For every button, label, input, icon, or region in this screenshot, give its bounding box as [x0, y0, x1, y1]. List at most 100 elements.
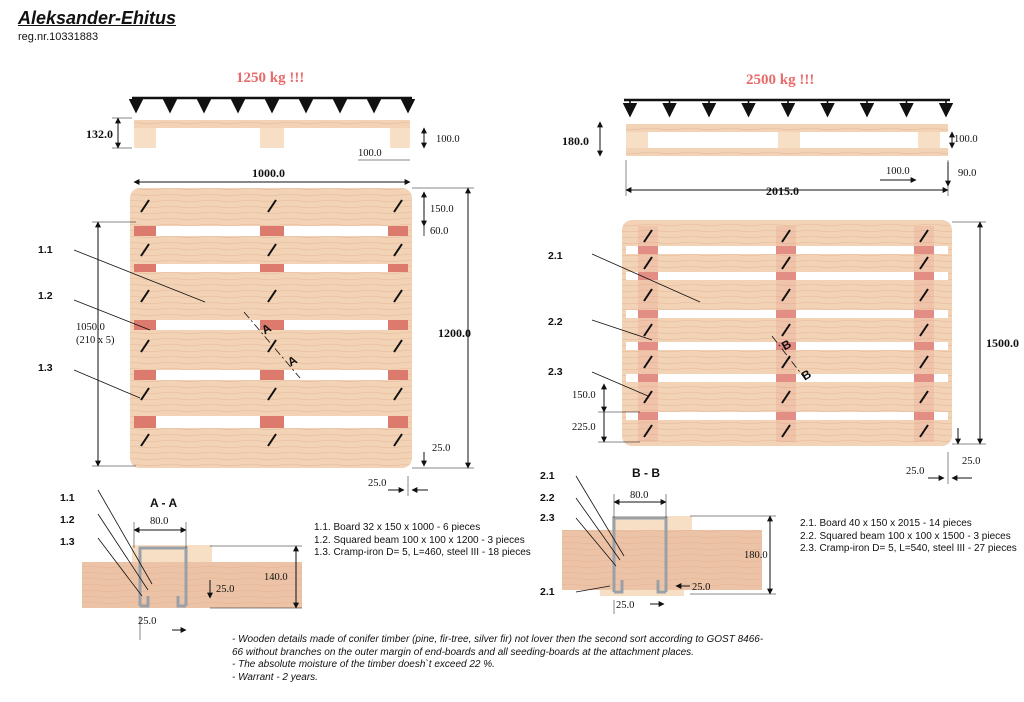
right-dim-150: 150.0 [572, 390, 596, 401]
left-section-height: 140.0 [264, 572, 288, 583]
cramp-iron-mark [919, 288, 929, 302]
cramp-iron-mark [919, 355, 929, 369]
right-section-view [562, 475, 776, 614]
right-side-height: 180.0 [562, 134, 589, 148]
right-section-height: 180.0 [744, 550, 768, 561]
right-section-label-1: 2.1 [540, 470, 555, 482]
cramp-iron-mark [140, 387, 150, 401]
cramp-iron-mark [781, 323, 791, 337]
right-section-width: 80.0 [630, 490, 649, 501]
right-side-foot: 100.0 [886, 166, 910, 177]
left-section-width: 80.0 [150, 516, 169, 527]
left-section-label-3: 1.3 [60, 536, 75, 548]
cramp-iron-mark [643, 424, 653, 438]
cramp-iron-mark [267, 289, 277, 303]
cramp-iron-mark [781, 390, 791, 404]
left-side-height: 132.0 [86, 127, 113, 141]
cramp-iron-mark [919, 323, 929, 337]
right-side-block: 100.0 [954, 134, 978, 145]
cramp-iron-mark [643, 229, 653, 243]
left-span: 1050.0 [76, 322, 105, 333]
cramp-iron-mark [393, 433, 403, 447]
note-line: - Warrant - 2 years. [232, 671, 318, 683]
cramp-iron-mark [267, 339, 277, 353]
right-side-view [597, 98, 955, 196]
right-edge-25-horizontal: 25.0 [906, 466, 925, 477]
cramp-iron-mark [140, 243, 150, 257]
right-load-label: 2500 kg !!! [746, 72, 815, 88]
left-label-1-1: 1.1 [38, 244, 53, 256]
cramp-iron-mark [393, 339, 403, 353]
left-top-150: 150.0 [430, 204, 454, 215]
right-label-2-2: 2.2 [548, 316, 563, 328]
note-line: - Wooden details made of conifer timber … [232, 634, 764, 645]
right-label-2-1: 2.1 [548, 250, 563, 262]
cramp-iron-mark [267, 243, 277, 257]
right-dim-225: 225.0 [572, 422, 596, 433]
left-spec-list: 1.1. Board 32 x 150 x 1000 - 6 pieces 1.… [314, 522, 531, 560]
right-edge-25-vertical: 25.0 [962, 456, 981, 467]
left-side-block: 100.0 [436, 134, 460, 145]
cramp-iron-mark [643, 288, 653, 302]
cramp-iron-mark [781, 229, 791, 243]
note-line: 66 without branches on the outer margin … [232, 646, 694, 658]
notes-block: - Wooden details made of conifer timber … [232, 634, 763, 684]
left-label-1-2: 1.2 [38, 290, 53, 302]
left-section-label-1: 1.1 [60, 492, 75, 504]
cramp-iron-mark [643, 390, 653, 404]
cramp-iron-mark [643, 256, 653, 270]
cramp-iron-mark [643, 323, 653, 337]
left-length: 1000.0 [252, 166, 285, 180]
right-section-label-2: 2.2 [540, 492, 555, 504]
cramp-iron-mark [267, 433, 277, 447]
left-span-note: (210 x 5) [76, 335, 115, 346]
cramp-iron-mark [919, 229, 929, 243]
registration-number: reg.nr.10331883 [18, 31, 99, 43]
right-length: 2015.0 [766, 184, 799, 198]
cramp-iron-mark [781, 288, 791, 302]
company-name: Aleksander-Ehitus [18, 8, 177, 28]
right-spec-item: 2.2. Squared beam 100 x 100 x 1500 - 3 p… [800, 530, 1011, 542]
right-spec-list: 2.1. Board 40 x 150 x 2015 - 14 pieces 2… [800, 518, 1017, 556]
left-edge-25-horizontal: 25.0 [368, 478, 387, 489]
cramp-iron-mark [781, 256, 791, 270]
left-spec-item: 1.1. Board 32 x 150 x 1000 - 6 pieces [314, 522, 481, 533]
right-section-label-4: 2.1 [540, 586, 555, 598]
cramp-iron-mark [919, 390, 929, 404]
cramp-iron-mark [643, 355, 653, 369]
note-line: - The absolute moisture of the timber do… [232, 659, 495, 670]
cramp-iron-mark [140, 339, 150, 353]
right-side-90: 90.0 [958, 168, 977, 179]
cramp-iron-mark [140, 289, 150, 303]
left-spec-item: 1.3. Cramp-iron D= 5, L=460, steel III -… [314, 547, 531, 558]
cramp-iron-mark [919, 424, 929, 438]
left-spec-item: 1.2. Squared beam 100 x 100 x 1200 - 3 p… [314, 534, 525, 546]
left-section-view [82, 489, 302, 640]
left-side-view [112, 96, 427, 185]
right-section-25-b: 25.0 [616, 600, 635, 611]
right-width: 1500.0 [986, 336, 1019, 350]
left-width: 1200.0 [438, 326, 471, 340]
cramp-iron-mark [140, 433, 150, 447]
right-spec-item: 2.3. Cramp-iron D= 5, L=540, steel III -… [800, 543, 1017, 554]
left-side-foot: 100.0 [358, 148, 382, 159]
left-section-25-a: 25.0 [216, 584, 235, 595]
right-section-label-3: 2.3 [540, 512, 555, 524]
left-section-title: A - A [150, 496, 178, 510]
cramp-iron-mark [393, 243, 403, 257]
right-section-25-a: 25.0 [692, 582, 711, 593]
left-label-1-3: 1.3 [38, 362, 53, 374]
cramp-iron-mark [393, 289, 403, 303]
cramp-iron-mark [267, 199, 277, 213]
cramp-iron-mark [140, 199, 150, 213]
cramp-iron-mark [393, 199, 403, 213]
left-edge-25-vertical: 25.0 [432, 443, 451, 454]
left-load-label: 1250 kg !!! [236, 70, 305, 86]
right-spec-item: 2.1. Board 40 x 150 x 2015 - 14 pieces [800, 518, 972, 529]
right-section-title: B - B [632, 466, 660, 480]
cramp-iron-mark [781, 424, 791, 438]
cramp-iron-mark [393, 387, 403, 401]
left-section-label-2: 1.2 [60, 514, 75, 526]
cramp-iron-mark [919, 256, 929, 270]
